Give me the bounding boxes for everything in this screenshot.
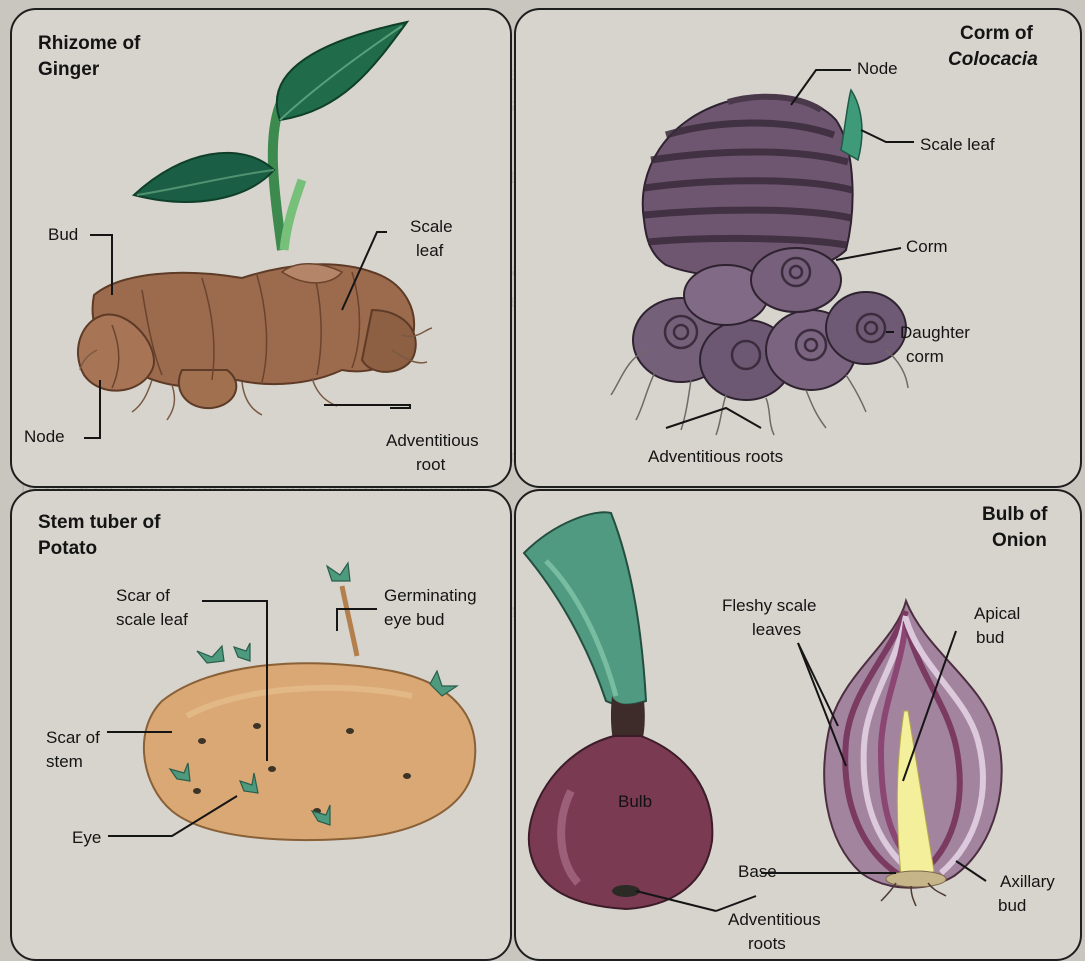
ginger-label-bud: Bud [48, 224, 78, 246]
onion-label-adventitious-1: Adventitious [728, 909, 821, 931]
potato-label-eye: Eye [72, 827, 101, 849]
potato-title-line2: Potato [38, 537, 97, 561]
potato-label-germinating-1: Germinating [384, 585, 477, 607]
onion-label-adventitious-2: roots [748, 933, 786, 955]
panel-ginger-rhizome: Rhizome of Ginger Bud Scale leaf Node Ad… [10, 8, 512, 488]
onion-illustration [516, 491, 1080, 959]
onion-label-fleshy-2: leaves [752, 619, 801, 641]
onion-label-base: Base [738, 861, 777, 883]
onion-label-bulb: Bulb [618, 791, 652, 813]
potato-illustration [12, 491, 510, 959]
onion-label-axillary-1: Axillary [1000, 871, 1055, 893]
onion-label-apical-2: bud [976, 627, 1004, 649]
colocacia-title-line1: Corm of [960, 22, 1033, 46]
colocacia-label-node: Node [857, 58, 898, 80]
potato-label-germinating-2: eye bud [384, 609, 445, 631]
colocacia-illustration [516, 10, 1080, 486]
colocacia-label-scale-leaf: Scale leaf [920, 134, 995, 156]
ginger-label-adventitious-1: Adventitious [386, 430, 479, 452]
onion-title-line1: Bulb of [982, 503, 1047, 527]
ginger-title-line1: Rhizome of [38, 32, 140, 56]
panel-onion-bulb: Bulb of Onion Fleshy scale leaves Apical… [514, 489, 1082, 961]
panel-potato-tuber: Stem tuber of Potato Scar of scale leaf … [10, 489, 512, 961]
ginger-label-scale-leaf-1: Scale [410, 216, 453, 238]
colocacia-label-daughter-1: Daughter [900, 322, 970, 344]
potato-label-scar-scale-leaf-1: Scar of [116, 585, 170, 607]
onion-title-line2: Onion [992, 529, 1047, 553]
potato-label-scar-stem-1: Scar of [46, 727, 100, 749]
potato-label-scar-stem-2: stem [46, 751, 83, 773]
ginger-label-node: Node [24, 426, 65, 448]
ginger-label-scale-leaf-2: leaf [416, 240, 443, 262]
ginger-label-adventitious-2: root [416, 454, 445, 476]
colocacia-title-line2: Colocacia [948, 48, 1038, 72]
colocacia-label-adventitious-roots: Adventitious roots [648, 446, 783, 468]
panel-colocacia-corm: Corm of Colocacia Node Scale leaf Corm D… [514, 8, 1082, 488]
onion-label-apical-1: Apical [974, 603, 1020, 625]
colocacia-label-daughter-2: corm [906, 346, 944, 368]
potato-title-line1: Stem tuber of [38, 511, 160, 535]
potato-label-scar-scale-leaf-2: scale leaf [116, 609, 188, 631]
onion-label-axillary-2: bud [998, 895, 1026, 917]
ginger-title-line2: Ginger [38, 58, 99, 82]
onion-label-fleshy-1: Fleshy scale [722, 595, 816, 617]
colocacia-label-corm: Corm [906, 236, 948, 258]
